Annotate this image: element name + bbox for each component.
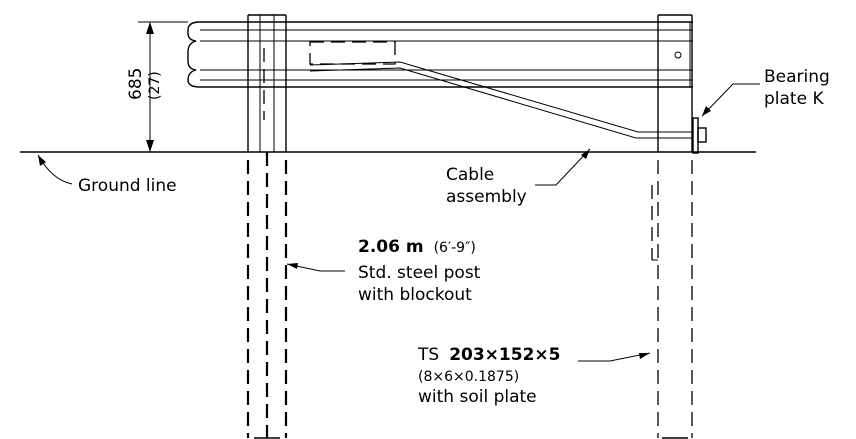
ts-prefix: TS — [417, 345, 439, 365]
ts-post-right — [651, 14, 693, 439]
cable-assembly — [309, 41, 693, 139]
w-beam-rail — [187, 21, 693, 88]
ground-line-leader — [37, 154, 73, 185]
height-dimension — [138, 21, 188, 152]
steel-post-left — [246, 14, 288, 439]
post-leader — [286, 263, 345, 272]
bearing-plate-leader — [701, 83, 760, 117]
ts-label-3: with soil plate — [418, 387, 537, 407]
ts-imperial: (8×6×0.1875) — [418, 369, 519, 385]
post-label-2: Std. steel post — [358, 263, 481, 283]
cable-leader — [535, 148, 591, 186]
post-label-3: with blockout — [358, 285, 472, 305]
bearing-plate-label-2: plate K — [764, 89, 824, 109]
ts-size: 203×152×5 — [449, 345, 560, 365]
ground-line-label: Ground line — [78, 176, 177, 196]
bearing-plate-label-1: Bearing — [764, 67, 830, 87]
post-length-metric: 2.06 m — [358, 237, 424, 257]
ts-leader — [578, 352, 651, 362]
bearing-plate — [692, 117, 707, 154]
post-length-label: 2.06 m (6′-9″) — [358, 237, 476, 257]
post-length-imperial: (6′-9″) — [434, 240, 476, 256]
dimension-imperial: (27) — [147, 71, 163, 100]
cable-label-1: Cable — [446, 165, 494, 185]
dimension-value: 685 — [126, 68, 146, 100]
cable-label-2: assembly — [446, 187, 527, 207]
ts-size-label: TS 203×152×5 — [417, 345, 560, 365]
